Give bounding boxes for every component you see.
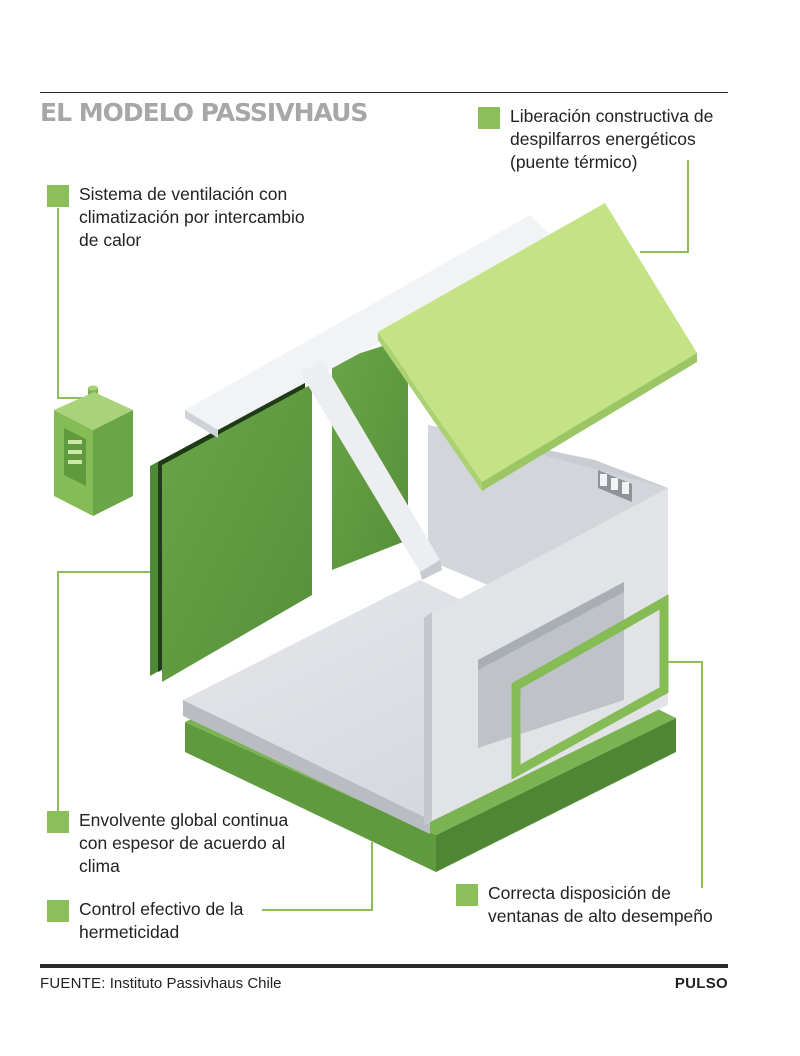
callout-line: climatización por intercambio [79,207,305,227]
envelope-panels [150,338,408,682]
callout-line: de calor [79,230,142,250]
ventilation-unit [54,385,133,516]
callout-envelope-text: Envolvente global continua con espesor d… [79,809,288,878]
leader-line-thermal-bridge [640,160,689,253]
window-frame [511,594,669,780]
callout-windows-text: Correcta disposición de ventanas de alto… [488,882,713,928]
callout-ventilation-text: Sistema de ventilación con climatización… [79,183,305,252]
leader-line-airtightness [262,842,373,911]
callout-line: ventanas de alto desempeño [488,906,713,926]
leader-line-windows [662,661,703,888]
leader-line-ventilation [57,208,86,399]
callout-line: Control efectivo de la [79,899,244,919]
callout-thermal-bridge: Liberación constructiva de despilfarros … [478,105,713,174]
callout-marker [456,884,478,906]
roof-panel [378,203,697,491]
callout-line: Envolvente global continua [79,810,289,830]
callout-line: clima [79,856,120,876]
callout-marker [47,811,69,833]
callout-marker [478,107,500,129]
source-text: Instituto Passivhaus Chile [109,975,282,992]
callout-windows: Correcta disposición de ventanas de alto… [456,882,713,928]
callout-thermal-bridge-text: Liberación constructiva de despilfarros … [510,105,713,174]
callout-line: despilfarros energéticos [510,129,696,149]
leader-line-envelope [57,571,150,820]
bottom-rule [40,964,728,968]
page-title: EL MODELO PASSIVHAUS [40,98,368,127]
callout-line: Liberación constructiva de [510,106,714,126]
source-label: FUENTE: [40,975,106,992]
callout-line: Correcta disposición de [488,883,671,903]
callout-airtightness: Control efectivo de la hermeticidad [47,898,243,944]
footer-source: FUENTE: Instituto Passivhaus Chile [40,975,282,992]
roof-gable [185,215,560,580]
callout-line: Sistema de ventilación con [79,184,288,204]
callout-marker [47,900,69,922]
callout-marker [47,185,69,207]
callout-envelope: Envolvente global continua con espesor d… [47,809,288,878]
top-rule [40,92,728,93]
callout-line: hermeticidad [79,922,180,942]
callout-airtightness-text: Control efectivo de la hermeticidad [79,898,243,944]
brand-logo: PULSO [674,975,728,992]
callout-line: (puente térmico) [510,152,638,172]
leader-lines [57,160,703,911]
callout-line: con espesor de acuerdo al [79,833,286,853]
callout-ventilation: Sistema de ventilación con climatización… [47,183,305,252]
